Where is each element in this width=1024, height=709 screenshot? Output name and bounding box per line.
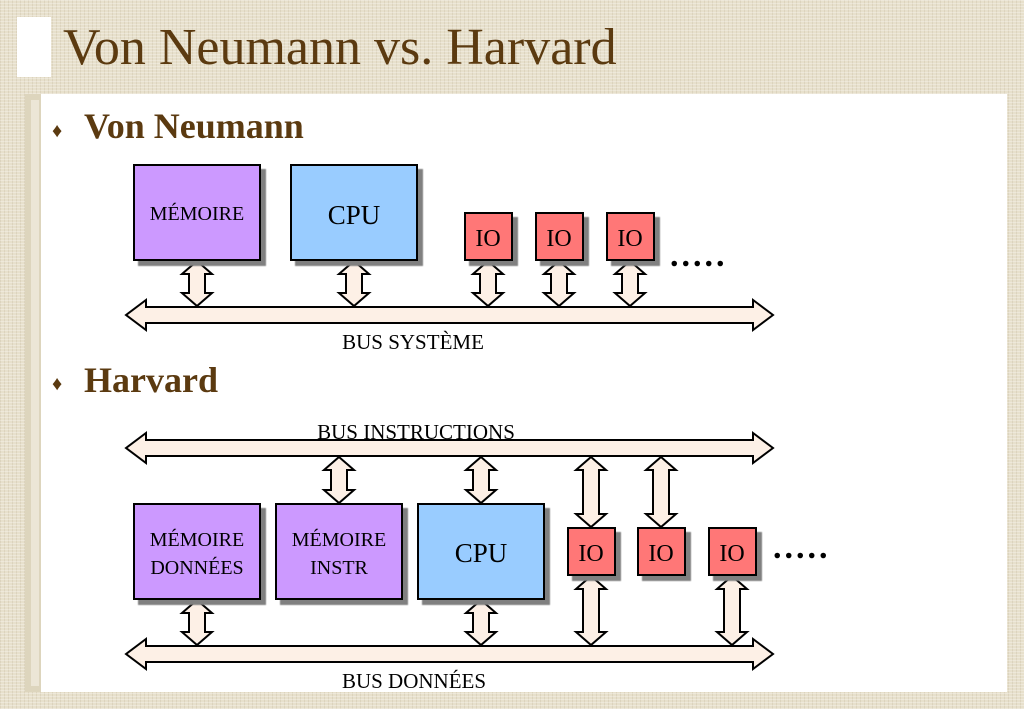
bullet-icon-von-neumann: ♦: [52, 120, 63, 142]
cpu-bus-connector: [336, 259, 372, 308]
section-title-harvard: Harvard: [84, 360, 218, 400]
harvard-io-label-1: IO: [578, 541, 603, 567]
io-label-3: IO: [617, 226, 642, 252]
data-bus: [124, 637, 775, 671]
io-3-data-bus-connector: [714, 574, 750, 647]
memory-label: MÉMOIRE: [150, 202, 244, 225]
instr-memory-label-line-2: INSTR: [310, 557, 368, 579]
system-bus-label: BUS SYSTÈME: [342, 330, 484, 354]
harvard-more-io-ellipsis: .....: [773, 529, 831, 566]
io-block-3: [606, 212, 655, 261]
instr-memory-label-line-1: MÉMOIRE: [292, 528, 386, 551]
data-memory-data-bus-connector: [179, 598, 215, 647]
panel-left-edge-inner: [31, 100, 39, 686]
io-block-1: [464, 212, 513, 261]
harvard-cpu-label: CPU: [455, 538, 508, 568]
data-memory-label-line-2: DONNÉES: [150, 556, 243, 579]
io-block-2: [535, 212, 584, 261]
slide-title: Von Neumann vs. Harvard: [63, 19, 617, 76]
harvard-io-label-3: IO: [719, 541, 744, 567]
more-io-ellipsis: .....: [670, 237, 728, 274]
harvard-io-block-2: [637, 527, 686, 576]
harvard-io-label-2: IO: [648, 541, 673, 567]
memory-block: [133, 164, 261, 261]
io-1-instruction-bus-connector: [573, 455, 609, 529]
io-label-2: IO: [546, 226, 571, 252]
title-accent-block: [17, 17, 51, 77]
section-title-von-neumann: Von Neumann: [84, 106, 304, 146]
io-3-bus-connector: [612, 259, 648, 308]
harvard-cpu-block: [417, 503, 545, 600]
cpu-data-bus-connector: [463, 598, 499, 647]
cpu-label: CPU: [328, 200, 381, 230]
io-2-instruction-bus-connector: [643, 455, 679, 529]
io-1-bus-connector: [470, 259, 506, 308]
cpu-instruction-bus-connector: [463, 455, 499, 505]
memory-bus-connector: [179, 259, 215, 308]
io-2-bus-connector: [541, 259, 577, 308]
harvard-io-block-3: [708, 527, 757, 576]
instr-memory-instruction-bus-connector: [321, 455, 357, 505]
io-label-1: IO: [475, 226, 500, 252]
io-1-data-bus-connector: [573, 574, 609, 647]
instr-memory-block: [275, 503, 403, 600]
instruction-bus: [124, 431, 775, 465]
data-memory-label-line-1: MÉMOIRE: [150, 528, 244, 551]
data-memory-block: [133, 503, 261, 600]
data-bus-label: BUS DONNÉES: [342, 669, 486, 693]
cpu-block: [290, 164, 418, 261]
bullet-icon-harvard: ♦: [52, 373, 63, 395]
harvard-io-block-1: [567, 527, 616, 576]
system-bus: [124, 298, 775, 332]
